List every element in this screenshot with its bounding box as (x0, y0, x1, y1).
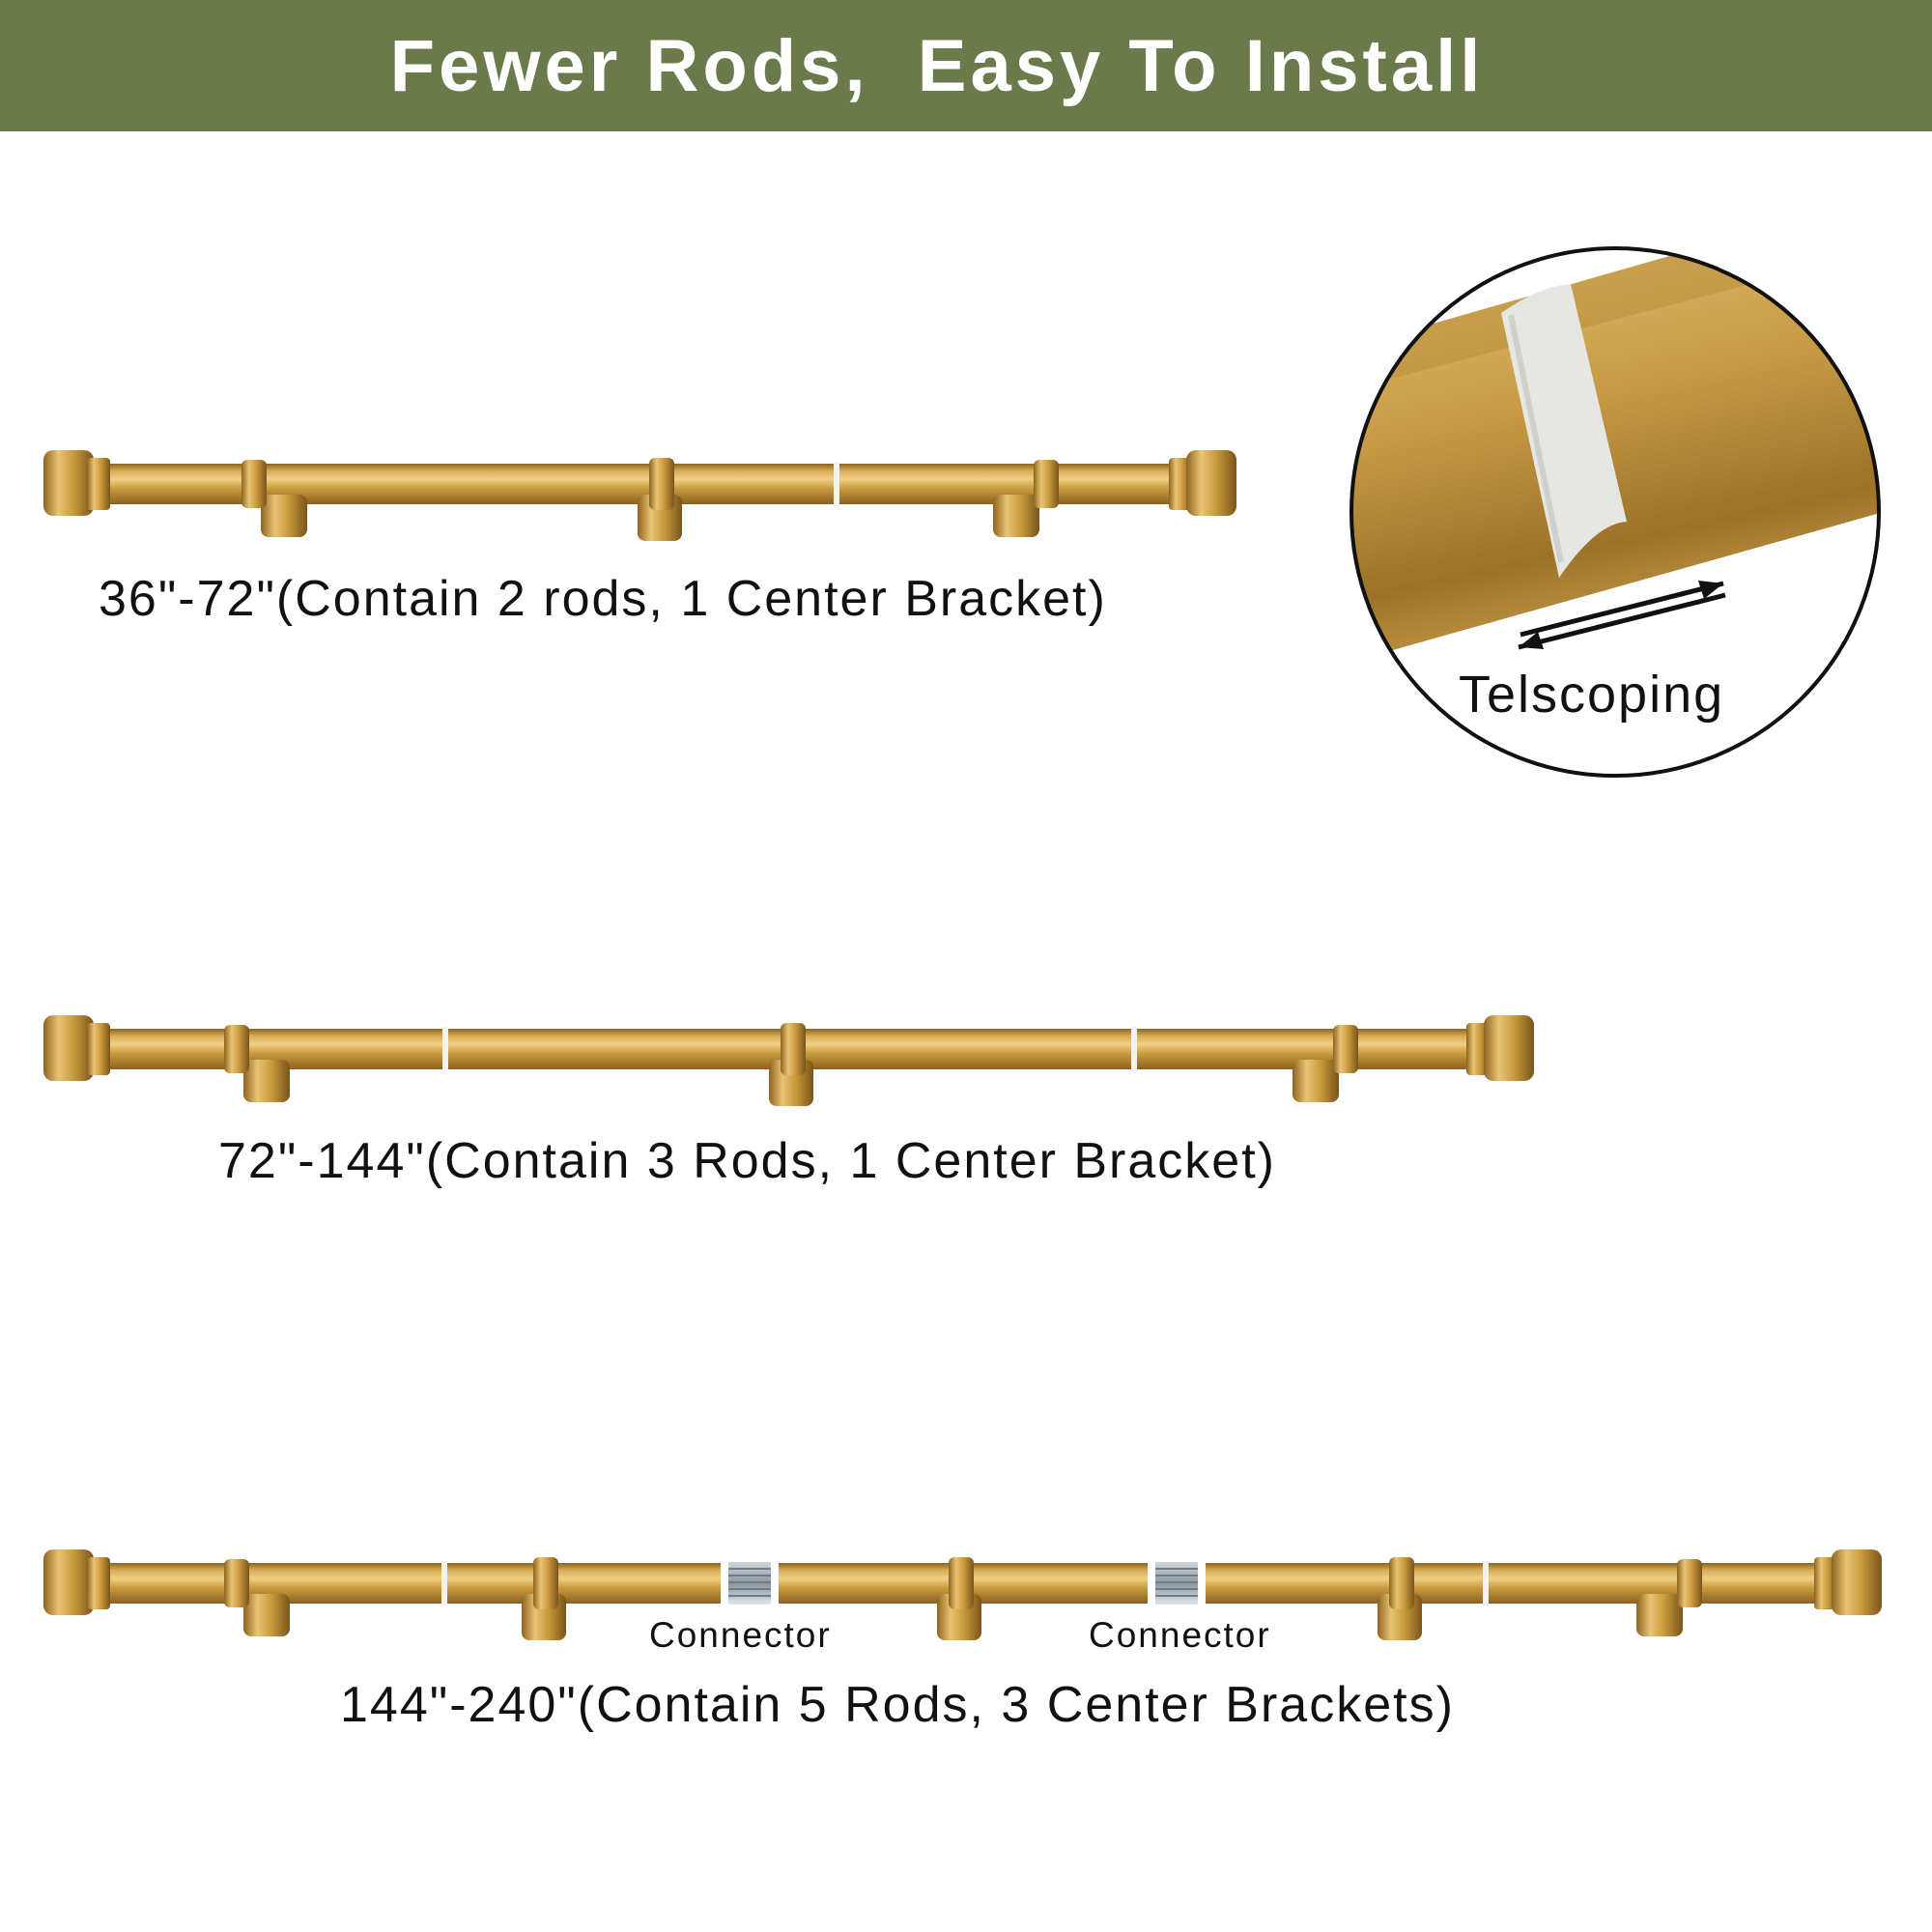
connector-2 (1148, 1558, 1206, 1608)
rod-set-3-caption: 144"-240"(Contain 5 Rods, 3 Center Brack… (340, 1677, 1455, 1733)
banner-title: Fewer Rods, Easy To Install (389, 24, 1485, 107)
connector-1 (721, 1558, 779, 1608)
bracket (993, 460, 1059, 537)
bracket (1636, 1559, 1702, 1636)
connector-label-1: Connector (649, 1615, 832, 1655)
bracket (242, 460, 307, 537)
finial-right (1466, 1015, 1534, 1081)
finial-right (1814, 1549, 1882, 1615)
rod-set-2-illustration (43, 1015, 1534, 1106)
center-bracket (522, 1557, 566, 1640)
center-bracket (937, 1557, 981, 1640)
rod-set-1-caption: 36"-72"(Contain 2 rods, 1 Center Bracket… (99, 571, 1107, 627)
bracket (224, 1025, 290, 1102)
center-bracket (1378, 1557, 1422, 1640)
telescoping-joint-ring (1501, 284, 1627, 578)
telescoping-arrows-icon (1518, 581, 1726, 650)
rod-set-2-caption: 72"-144"(Contain 3 Rods, 1 Center Bracke… (218, 1133, 1276, 1189)
title-banner: Fewer Rods, Easy To Install (0, 0, 1932, 131)
rod-set-1-illustration (43, 450, 1236, 541)
telescoping-label: Telscoping (1459, 666, 1725, 724)
center-bracket (638, 458, 682, 541)
telescoping-detail-circle (1350, 246, 1881, 778)
finial-left (43, 1549, 110, 1615)
center-bracket (769, 1023, 813, 1106)
finial-left (43, 450, 110, 516)
bracket (224, 1559, 290, 1636)
connector-label-2: Connector (1089, 1615, 1271, 1655)
finial-right (1169, 450, 1236, 516)
finial-left (43, 1015, 110, 1081)
rod-set-3-illustration (43, 1549, 1882, 1640)
bracket (1293, 1025, 1358, 1102)
